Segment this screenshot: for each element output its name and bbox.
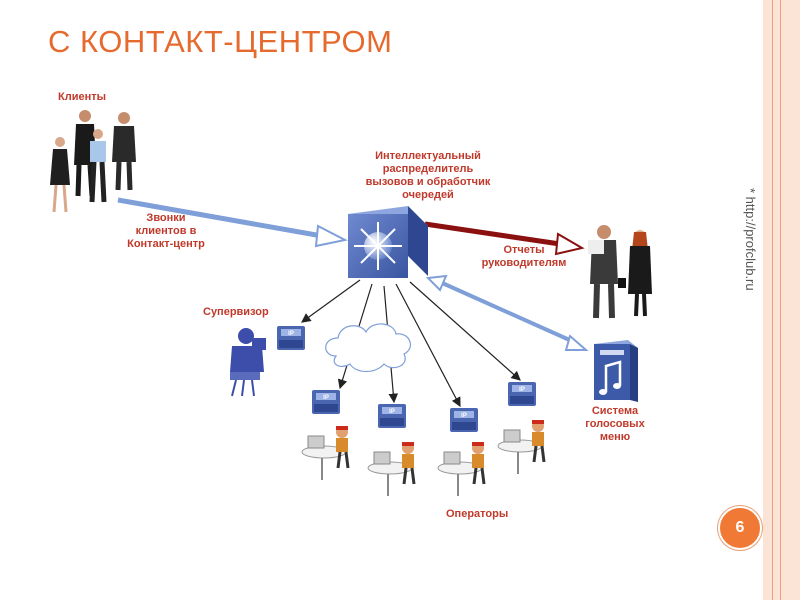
ivr-server-icon	[594, 340, 638, 402]
calls-arrow	[117, 197, 348, 248]
ip-phone-icon: IP	[312, 390, 340, 414]
svg-text:IP: IP	[323, 395, 329, 401]
reports-arrow	[424, 221, 585, 256]
supervisor-icon	[230, 328, 266, 397]
clients-people-icon	[50, 110, 136, 213]
ip-phone-icon: IP	[378, 404, 406, 428]
sidebar-line	[780, 0, 781, 600]
ip-phone-icon: IP	[277, 326, 305, 350]
svg-text:IP: IP	[389, 409, 395, 415]
ivr-arrow	[425, 274, 589, 351]
ip-phone-icon: IP	[450, 408, 478, 432]
calls-label: Звонки клиентов в Контакт-центр	[127, 212, 205, 250]
ip-phone-icon: IP	[508, 382, 536, 406]
svg-text:IP: IP	[519, 387, 525, 393]
svg-text:IP: IP	[461, 413, 467, 419]
svg-text:IP: IP	[288, 331, 294, 337]
managers-people-icon	[588, 225, 652, 319]
operators-label: Операторы	[446, 508, 509, 520]
page-title: С КОНТАКТ-ЦЕНТРОМ	[48, 24, 393, 59]
sidebar-line	[772, 0, 773, 600]
network-cloud-icon	[325, 323, 412, 373]
operator-icon	[437, 442, 486, 496]
operator-icon	[497, 420, 546, 474]
reports-label: Отчеты руководителям	[481, 244, 567, 269]
clients-label: Клиенты	[58, 91, 107, 103]
sidebar-band	[763, 0, 800, 600]
call-distributor-switch-icon	[348, 206, 428, 278]
operator-icon	[367, 442, 416, 496]
supervisor-label: Супервизор	[203, 306, 269, 318]
distributor-label: Интеллектуальный распределитель вызовов …	[365, 150, 491, 201]
page-number-badge: 6	[718, 506, 762, 550]
ivr-label: Система голосовых меню	[585, 405, 645, 443]
operator-icon	[301, 426, 350, 480]
